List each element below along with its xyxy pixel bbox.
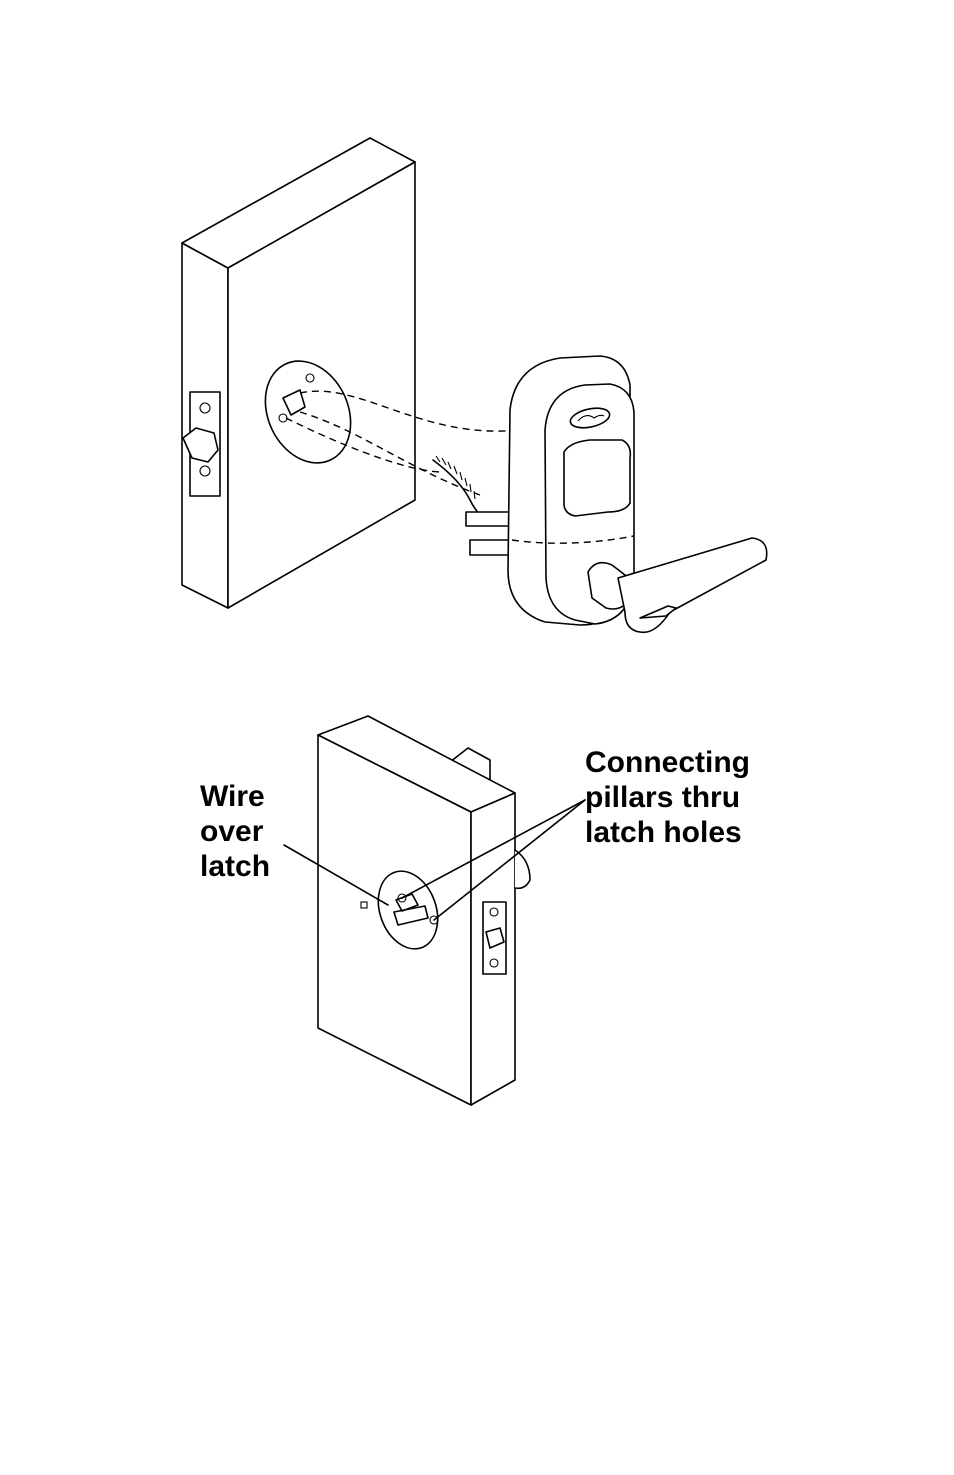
label-line: latch holes: [585, 815, 750, 850]
connecting-pillars-label: Connecting pillars thru latch holes: [585, 745, 750, 850]
bottom-door-figure: [318, 716, 530, 1105]
label-line: latch: [200, 849, 270, 884]
card-reader-window: [564, 440, 630, 516]
electronic-lock-unit: [466, 356, 767, 632]
label-line: pillars thru: [585, 780, 750, 815]
top-door-figure: [182, 138, 520, 608]
wire-coil: [433, 460, 492, 520]
wire-over-latch-label: Wire over latch: [200, 779, 270, 884]
label-line: Connecting: [585, 745, 750, 780]
label-line: Wire: [200, 779, 270, 814]
label-line: over: [200, 814, 270, 849]
